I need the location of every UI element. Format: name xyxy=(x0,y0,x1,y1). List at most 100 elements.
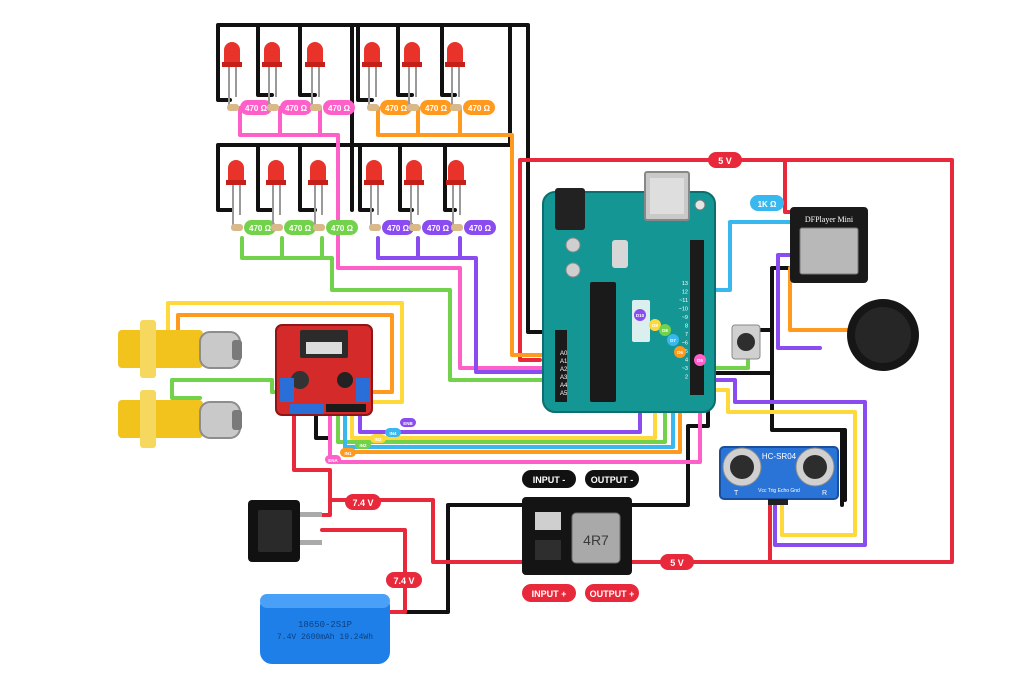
buck-input-plus-label: INPUT + xyxy=(532,589,567,599)
digital-pin-label: 8 xyxy=(685,324,688,330)
resistor-value-label: 470 Ω xyxy=(425,104,448,113)
arduino-pin-tag: D10 xyxy=(634,309,646,321)
wire-purple-mp3 xyxy=(776,253,822,350)
resistor-value-badge: 470 Ω xyxy=(280,100,312,115)
resistor-value-badge: 470 Ω xyxy=(380,100,412,115)
svg-text:D9: D9 xyxy=(652,323,658,328)
wire-gnd-led-rail-top xyxy=(216,23,354,102)
resistor xyxy=(231,224,243,231)
resistor-value-badge: 470 Ω xyxy=(464,220,496,235)
battery-model: 18650-2S1P xyxy=(298,620,352,630)
resistor-value-label: 470 Ω xyxy=(245,104,268,113)
wire-gnd-led-rail-top-right xyxy=(350,23,560,334)
svg-text:IN2: IN2 xyxy=(359,443,367,448)
analog-pin-label: A1 xyxy=(560,359,568,365)
gear-motor-a xyxy=(118,320,242,378)
red-led xyxy=(305,42,325,108)
sonar-tx-label: T xyxy=(734,490,739,497)
driver-pin-tag: ENB xyxy=(400,418,416,427)
resistor-value-label: 470 Ω xyxy=(387,224,410,233)
driver-pin-tag: IN3 xyxy=(370,434,386,443)
driver-pin-tag: IN4 xyxy=(385,428,401,437)
battery-pack: 18650-2S1P 7.4V 2600mAh 19.24Wh xyxy=(260,594,390,664)
analog-pin-label: A3 xyxy=(560,375,568,381)
resistor-1k-label: 1K Ω xyxy=(758,200,777,209)
analog-pin-label: A0 xyxy=(560,351,568,357)
rail-7v4-label-battery: 7.4 V xyxy=(393,576,414,586)
resistor-value-label: 470 Ω xyxy=(468,104,491,113)
rail-7v4-badge-switch: 7.4 V xyxy=(345,494,381,510)
svg-text:ENA: ENA xyxy=(328,458,338,463)
resistor-value-label: 470 Ω xyxy=(328,104,351,113)
analog-pin-label: A4 xyxy=(560,383,568,389)
speaker xyxy=(847,299,919,371)
red-led xyxy=(364,160,384,228)
wire-purple-leds xyxy=(376,236,550,374)
wire-7v4-switch xyxy=(292,410,530,564)
driver-pin-tag: IN2 xyxy=(355,440,371,449)
resistor xyxy=(409,224,421,231)
buck-output-minus-label: OUTPUT - xyxy=(591,475,634,485)
wire-7v4-battery xyxy=(320,528,407,614)
svg-text:IN4: IN4 xyxy=(389,431,397,436)
resistor-value-label: 470 Ω xyxy=(289,224,312,233)
resistor-value-label: 470 Ω xyxy=(285,104,308,113)
svg-text:D7: D7 xyxy=(670,338,676,343)
arduino-pin-tag: D5 xyxy=(694,354,706,366)
resistor-value-label: 470 Ω xyxy=(427,224,450,233)
resistor-1k-badge: 1K Ω xyxy=(750,195,784,211)
resistor xyxy=(450,104,462,111)
digital-pin-label: 4 xyxy=(685,358,688,364)
sonar-title: HC-SR04 xyxy=(762,452,797,461)
digital-pin-label: ~10 xyxy=(679,307,688,313)
wire-gnd-battery-to-buck xyxy=(398,503,530,614)
wire-orange-leds xyxy=(376,106,550,357)
svg-text:IN3: IN3 xyxy=(374,437,382,442)
red-led xyxy=(402,42,422,108)
resistor-value-badge: 470 Ω xyxy=(284,220,316,235)
resistor-value-badge: 470 Ω xyxy=(382,220,414,235)
rail-7v4-badge-battery: 7.4 V xyxy=(386,572,422,588)
dfplayer-title: DFPlayer Mini xyxy=(805,215,854,224)
resistor-value-badge: 470 Ω xyxy=(463,100,495,115)
arduino-pin-tag: D6 xyxy=(674,346,686,358)
arduino-pin-tag: D9 xyxy=(649,319,661,331)
driver-pin-tag: IN1 xyxy=(340,448,356,457)
digital-pin-label: 13 xyxy=(682,281,688,287)
rail-5v-badge-bottom: 5 V xyxy=(660,554,694,570)
red-led xyxy=(308,160,328,228)
buck-converter: 4R7 xyxy=(522,497,632,575)
inductor-label: 4R7 xyxy=(583,532,609,548)
l298n-motor-driver xyxy=(275,324,373,416)
rail-5v-label-top: 5 V xyxy=(718,156,732,166)
svg-text:D8: D8 xyxy=(662,328,668,333)
arduino-pin-tag: D8 xyxy=(659,324,671,336)
wire-cyan-mp3-rx xyxy=(708,220,795,292)
digital-pin-label: 7 xyxy=(685,332,688,338)
digital-pin-label: ~11 xyxy=(679,298,688,304)
wire-green-leds xyxy=(240,236,550,382)
analog-pin-label: A5 xyxy=(560,391,568,397)
svg-text:IN1: IN1 xyxy=(344,451,352,456)
red-led xyxy=(445,42,465,108)
wire-yellow-sonar-echo xyxy=(708,388,857,537)
buck-output-plus-label: OUTPUT + xyxy=(590,589,635,599)
red-led xyxy=(266,160,286,228)
resistor xyxy=(407,104,419,111)
wire-gnd-driver xyxy=(314,410,332,440)
wire-gnd-led-rail-bottom xyxy=(216,98,354,212)
resistor-value-label: 470 Ω xyxy=(331,224,354,233)
digital-pin-label: ~3 xyxy=(682,366,688,372)
led-array: 470 Ω 470 Ω 470 Ω 470 Ω 470 Ω 470 Ω 470 Ω 470 Ω… xyxy=(222,42,496,235)
battery-spec: 7.4V 2600mAh 19.24Wh xyxy=(277,633,373,642)
buck-input-minus-badge: INPUT - xyxy=(522,470,576,488)
resistor-value-label: 470 Ω xyxy=(249,224,272,233)
buck-input-plus-badge: INPUT + xyxy=(522,584,576,602)
digital-pin-label: 12 xyxy=(682,290,688,296)
buck-output-minus-badge: OUTPUT - xyxy=(585,470,639,488)
hc-sr04-sensor: HC-SR04 Vcc Trig Echo Gnd T R xyxy=(719,446,839,505)
svg-text:D5: D5 xyxy=(697,358,703,363)
